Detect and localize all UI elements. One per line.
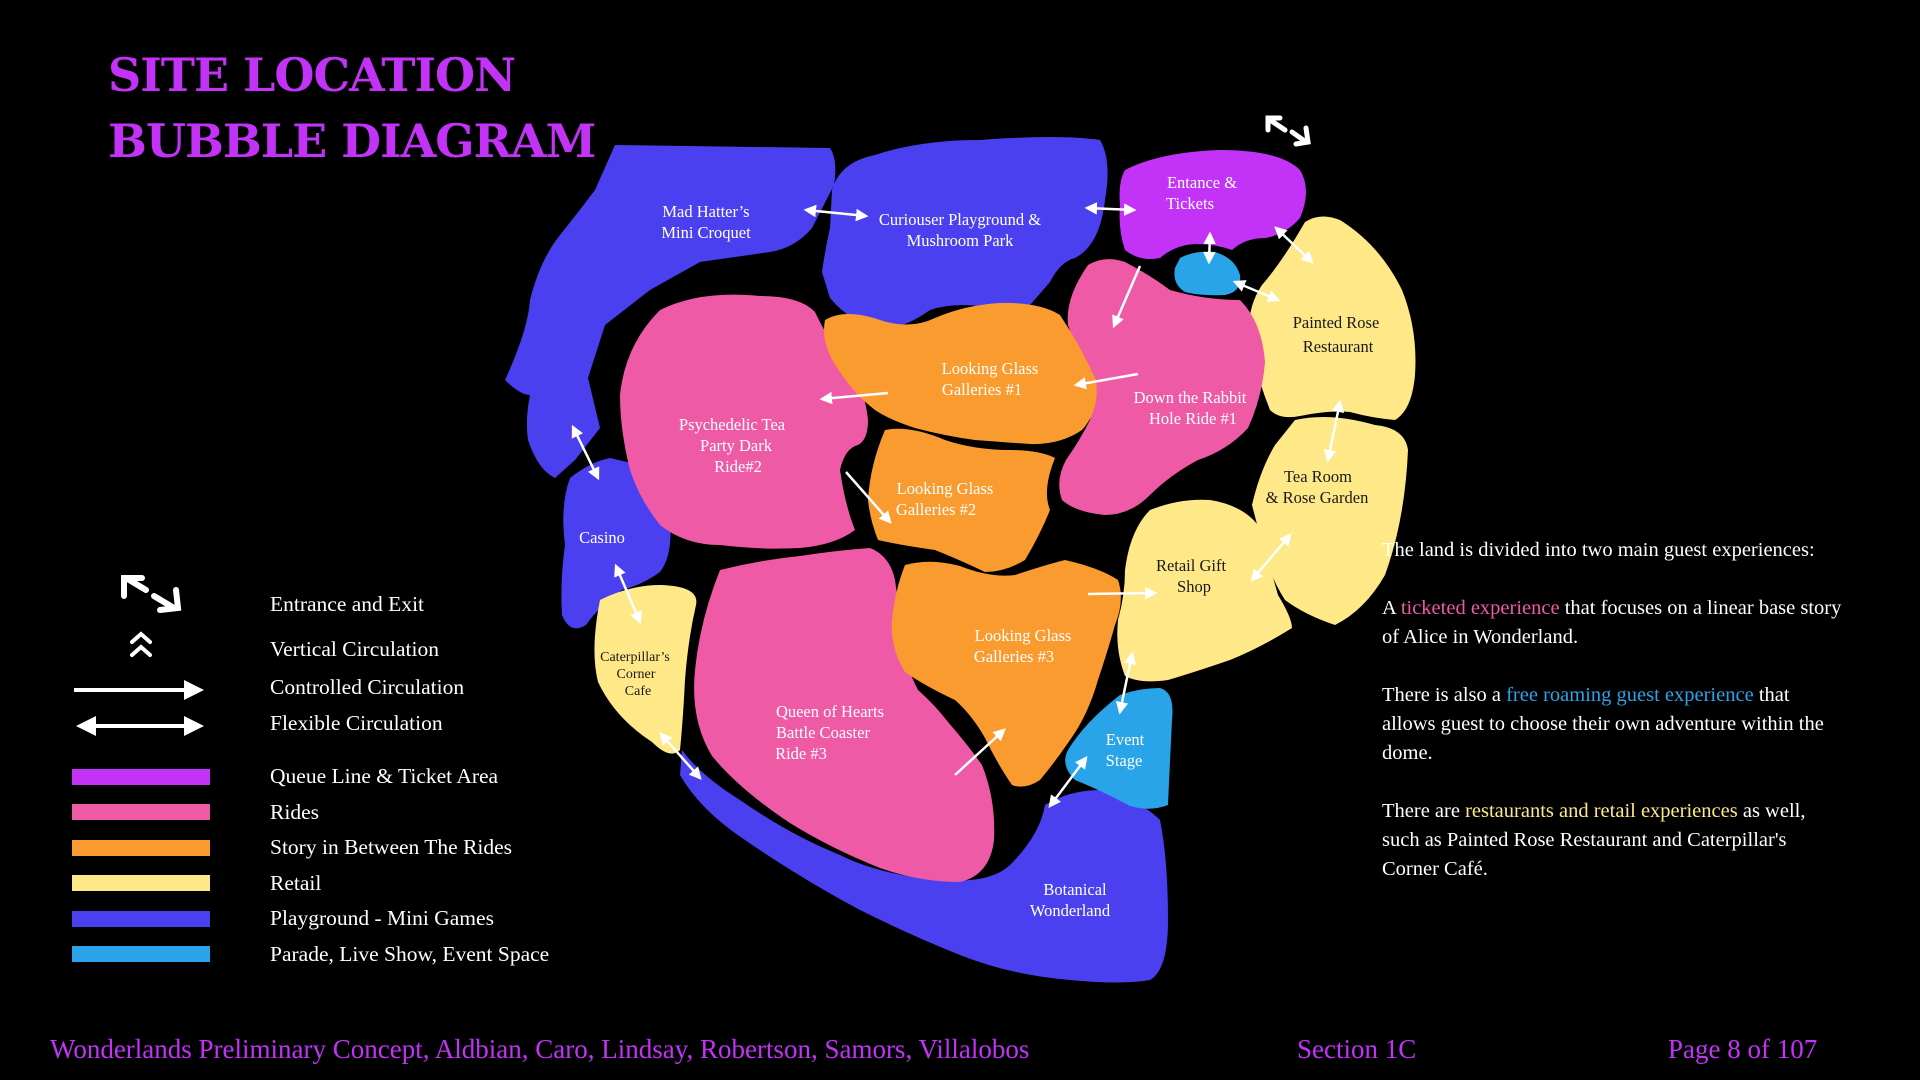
description: The land is divided into two main guest …: [1382, 536, 1842, 913]
zone-lg1: [824, 302, 1097, 445]
ctrl-arrow-rabbit-lg1: [1073, 372, 1139, 390]
zone-casino: [561, 458, 671, 629]
zone-entrance: [1119, 150, 1306, 259]
flex-arrow-rose-tea: [1323, 399, 1345, 463]
ctrl-arrow-psychedelic-lg2: [845, 471, 892, 524]
flex-arrow-casino-caterpillar: [614, 563, 642, 625]
zone-retail-gift: [1117, 499, 1292, 682]
zone-queen: [694, 548, 995, 882]
legend-entrance-exit: Entrance and Exit: [270, 592, 425, 616]
flex-arrow-entrance-rose: [1274, 226, 1314, 264]
zone-rabbit: [1059, 259, 1265, 515]
legend-queue: Queue Line & Ticket Area: [270, 764, 499, 788]
flex-arrow-madhatter-curiouser: [803, 204, 869, 222]
zone-lg2: [868, 428, 1055, 572]
ctrl-arrow-lg1-psychedelic: [819, 391, 889, 405]
legend-event: Parade, Live Show, Event Space: [270, 942, 550, 966]
zone-caterpillar: [594, 585, 697, 754]
flex-arrow-retail-event: [1115, 651, 1137, 715]
zone-curiouser: [822, 137, 1108, 330]
swatch-retail: [72, 875, 210, 891]
zone-event-stage: [1065, 688, 1173, 809]
vertical-circulation-icon: [130, 631, 152, 657]
legend-story: Story in Between The Rides: [270, 835, 513, 859]
entrance-exit-icon: [121, 575, 182, 613]
legend-playground: Playground - Mini Games: [270, 906, 494, 930]
swatch-playground: [72, 911, 210, 927]
label-tea-room: Tea Room& Rose Garden: [1266, 467, 1369, 507]
page-title-line2: BUBBLE DIAGRAM: [108, 114, 596, 168]
footer-credits: Wonderlands Preliminary Concept, Aldbian…: [50, 1034, 1030, 1064]
ticketed-highlight: ticketed experience: [1400, 597, 1560, 619]
swatch-queue: [72, 769, 210, 785]
retail-highlight: restaurants and retail experiences: [1465, 800, 1738, 822]
entrance-exit-icon-top: [1265, 115, 1311, 147]
swatch-rides: [72, 804, 210, 820]
footer-section: Section 1C: [1297, 1034, 1417, 1064]
legend-rides: Rides: [270, 800, 319, 824]
flex-arrow-entrance-event: [1203, 231, 1216, 265]
flex-arrow-caterpillar-botanical: [659, 732, 702, 780]
zone-painted-rose: [1248, 216, 1416, 420]
page-title-line1: SITE LOCATION: [108, 48, 516, 102]
zone-botanical: [680, 750, 1168, 983]
flex-arrow-event-rose: [1232, 280, 1281, 302]
ctrl-arrow-entrance-rabbit: [1112, 265, 1142, 329]
flex-arrow-mad-casino: [571, 424, 600, 481]
legend-controlled: Controlled Circulation: [270, 675, 465, 699]
label-curiouser: Curiouser Playground &Mushroom Park: [879, 210, 1041, 250]
desc-p3: There is also a free roaming guest exper…: [1382, 684, 1824, 764]
zone-mad-hatter: [505, 145, 836, 478]
desc-p2: A ticketed experience that focuses on a …: [1382, 597, 1842, 648]
flex-arrow-curiouser-entrance: [1084, 202, 1137, 216]
desc-p1: The land is divided into two main guest …: [1382, 539, 1815, 561]
circulation-arrows: [571, 202, 1345, 808]
label-casino: Casino: [579, 528, 625, 547]
zone-lg3: [891, 560, 1121, 787]
flex-arrow-retail-tea: [1250, 533, 1292, 582]
flex-arrow-event-botanical: [1048, 756, 1088, 808]
legend-vertical: Vertical Circulation: [270, 637, 439, 661]
legend-retail: Retail: [270, 871, 322, 895]
swatch-event: [72, 946, 210, 962]
free-roaming-highlight: free roaming guest experience: [1506, 684, 1754, 706]
swatch-story: [72, 840, 210, 856]
ctrl-arrow-lg3-retail: [1087, 586, 1158, 600]
zone-psychedelic: [620, 294, 868, 549]
desc-p4: There are restaurants and retail experie…: [1382, 800, 1806, 880]
label-entrance: Entance &Tickets: [1166, 173, 1237, 213]
zone-tiny-event: [1174, 251, 1241, 296]
footer-page: Page 8 of 107: [1668, 1034, 1818, 1064]
legend-flexible: Flexible Circulation: [270, 711, 443, 735]
ctrl-arrow-queen-lg3: [954, 728, 1006, 776]
